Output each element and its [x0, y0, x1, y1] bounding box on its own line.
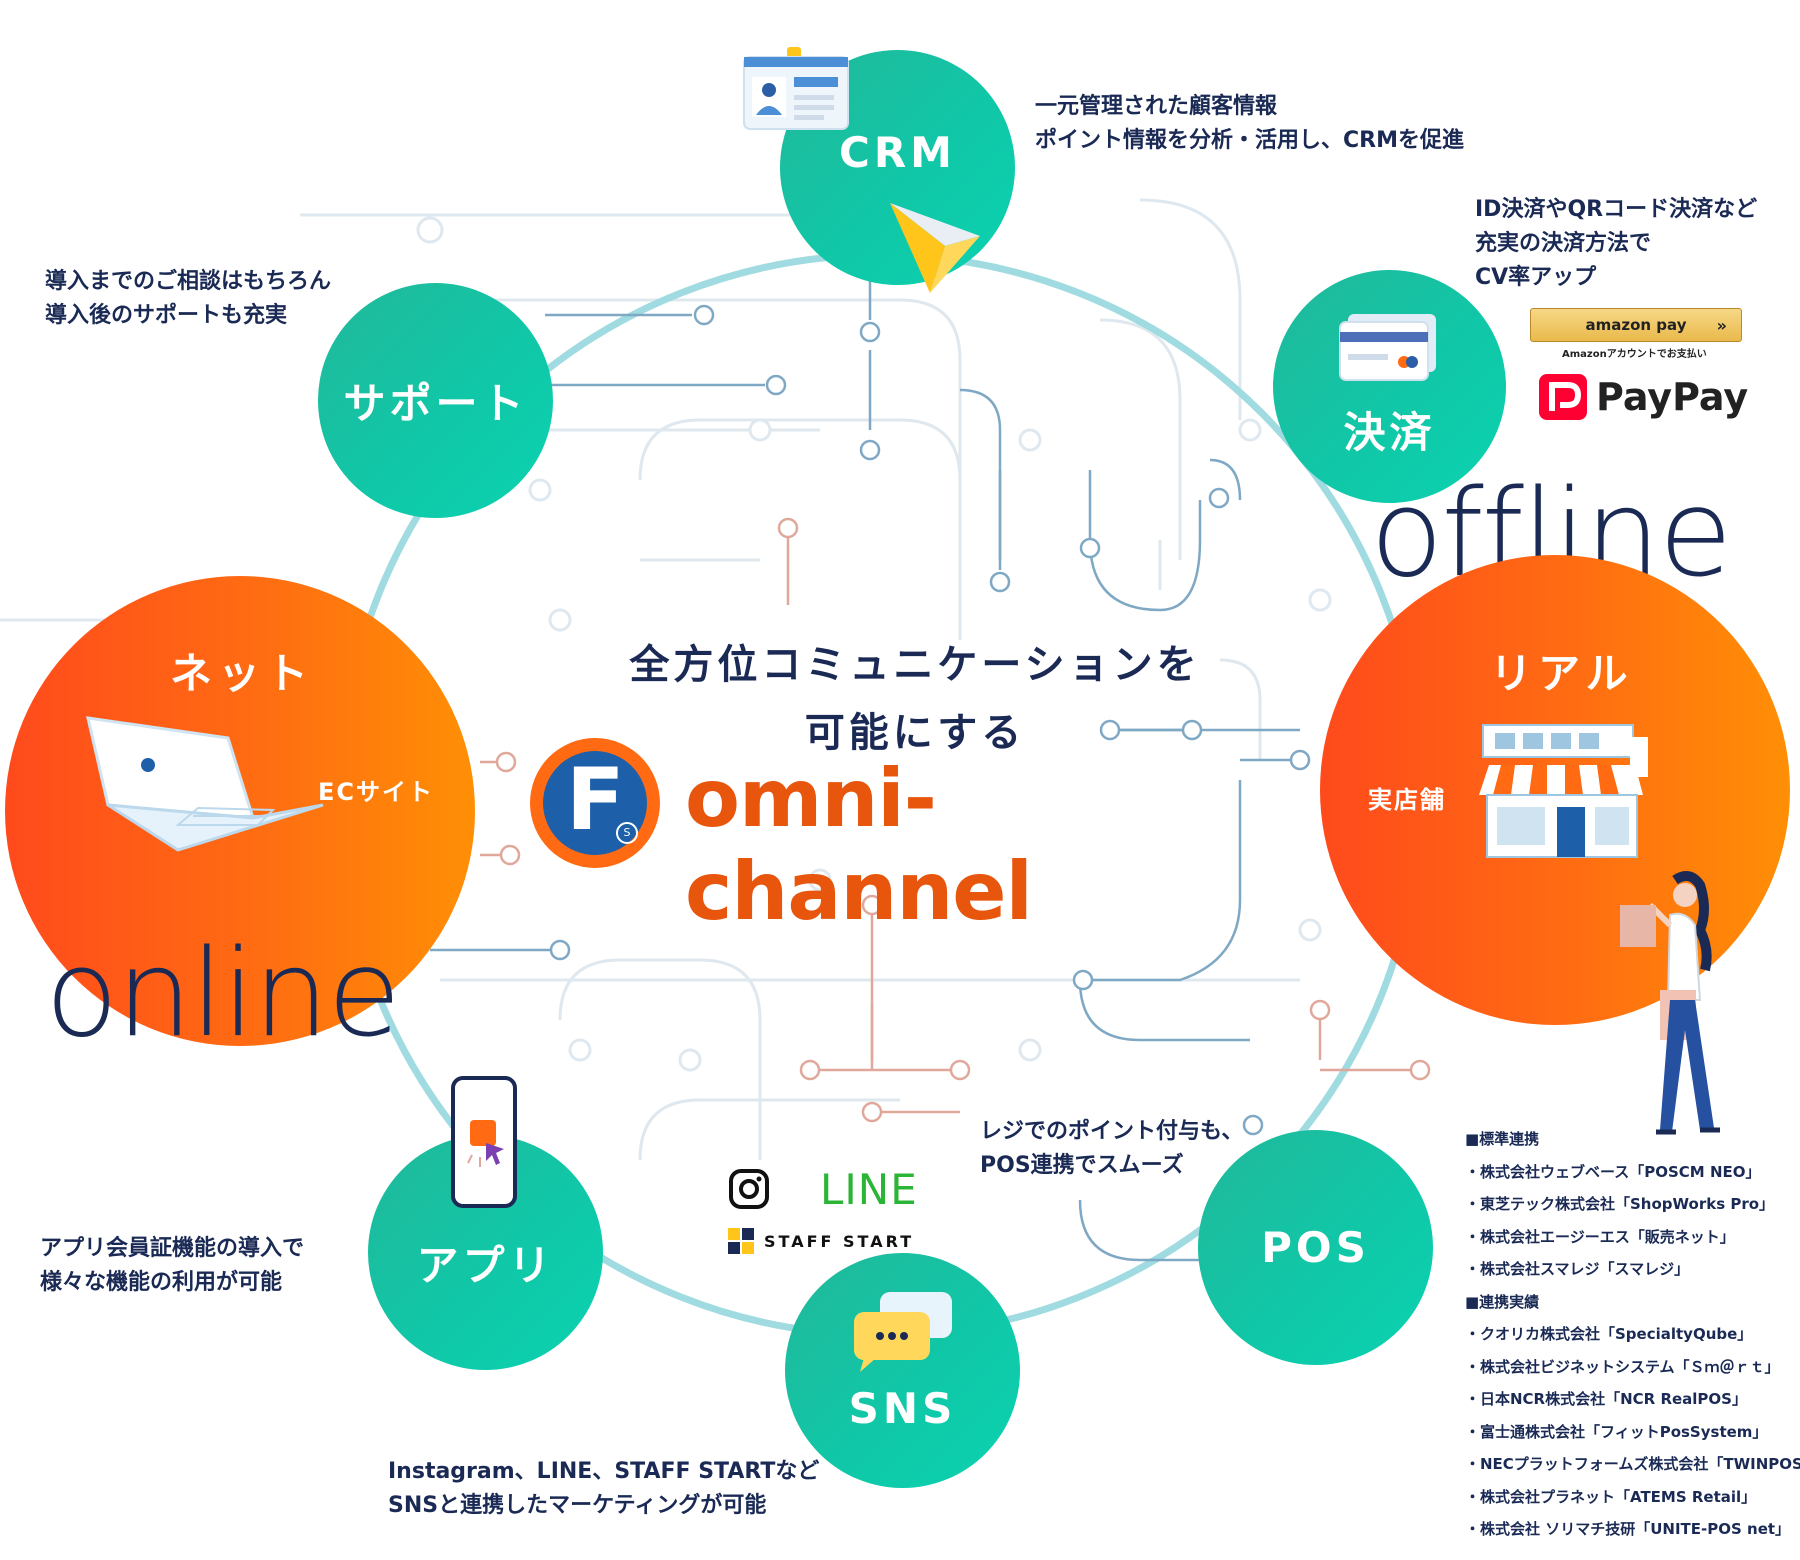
list-item: ・株式会社 ソリマチ技研「UNITE-POS net」	[1465, 1520, 1791, 1538]
paper-plane-icon	[890, 203, 980, 293]
staff-start-label: STAFF START	[764, 1231, 915, 1251]
line-logo: LINE	[820, 1165, 918, 1214]
payment-node[interactable]: 決済	[1273, 270, 1506, 503]
smartphone-icon	[451, 1076, 517, 1208]
omni-channel-text: omni-channel	[685, 752, 1033, 938]
list-item: ■標準連携	[1465, 1130, 1540, 1148]
sns-label: SNS	[848, 1383, 957, 1433]
list-item: ・株式会社エージーエス「販売ネット」	[1465, 1227, 1735, 1246]
laptop-icon	[86, 716, 324, 852]
credit-card-icon	[1339, 314, 1436, 381]
list-item: ・株式会社ビジネットシステム「Ｓｍ＠ｒｔ」	[1465, 1357, 1780, 1376]
list-item: ・株式会社スマレジ「スマレジ」	[1465, 1260, 1690, 1278]
chat-bubbles-icon	[854, 1292, 952, 1372]
list-item: ・NECプラットフォームズ株式会社「TWINPOS」	[1465, 1455, 1800, 1473]
list-item: ・富士通株式会社「フィットPosSystem」	[1465, 1422, 1768, 1441]
instagram-icon	[729, 1169, 769, 1209]
pos-description: レジでのポイント付与も、 POS連携でスムーズ	[980, 1119, 1244, 1178]
list-item: ■連携実績	[1465, 1292, 1540, 1311]
list-item: ・株式会社ウェブベース「POSCM NEO」	[1465, 1162, 1761, 1181]
id-card-icon	[743, 47, 849, 130]
crm-description: 一元管理された顧客情報 ポイント情報を分析・活用し、CRMを促進	[1035, 94, 1464, 153]
app-label: アプリ	[416, 1241, 555, 1290]
paypay-label: PayPay	[1596, 375, 1749, 419]
amazon-pay-label: amazon pay	[1585, 316, 1687, 334]
pos-partner-list: ■標準連携 ・株式会社ウェブベース「POSCM NEO」 ・東芝テック株式会社「…	[1465, 1123, 1800, 1546]
storefront-icon	[1479, 724, 1648, 858]
support-label: サポート	[343, 379, 528, 428]
real-label: リアル	[1490, 649, 1634, 698]
amazon-pay-button: amazon pay »	[1530, 308, 1742, 342]
ec-site-label: ECサイト	[318, 778, 435, 806]
center-title-line2: 可能にする	[804, 710, 1026, 756]
support-node[interactable]: サポート	[318, 283, 553, 518]
support-description: 導入までのご相談はもちろん 導入後のサポートも充実	[45, 269, 332, 328]
app-description: アプリ会員証機能の導入で 様々な機能の利用が可能	[40, 1236, 305, 1295]
pos-node[interactable]: POS	[1198, 1130, 1433, 1365]
omni-channel-logo: F S omni-channel	[530, 738, 1230, 938]
store-label: 実店舗	[1368, 786, 1446, 814]
woman-shopping-illustration	[1620, 871, 1720, 1135]
net-label: ネット	[170, 649, 315, 698]
pos-label: POS	[1261, 1223, 1370, 1272]
list-item: ・株式会社プラネット「ATEMS Retail」	[1465, 1487, 1757, 1506]
payment-label: 決済	[1343, 407, 1436, 457]
center-title-line1: 全方位コミュニケーションを	[629, 642, 1201, 688]
chevrons-icon: »	[1716, 315, 1727, 335]
f-logo-mark: F S	[530, 738, 660, 868]
staff-start-icon	[728, 1228, 754, 1254]
list-item: ・クオリカ株式会社「SpecialtyQube」	[1465, 1325, 1753, 1343]
amazon-pay-subtext: Amazonアカウントでお支払い	[1562, 349, 1707, 360]
f-logo-letter: F	[566, 750, 625, 850]
sns-description: Instagram、LINE、STAFF STARTなど SNSと連携したマーケ…	[388, 1459, 820, 1518]
crm-label: CRM	[839, 128, 956, 177]
list-item: ・東芝テック株式会社「ShopWorks Pro」	[1465, 1195, 1775, 1213]
list-item: ・日本NCR株式会社「NCR RealPOS」	[1465, 1390, 1747, 1408]
online-word: online	[45, 925, 401, 1064]
staff-start-logo: STAFF START	[728, 1228, 914, 1254]
payment-description: ID決済やQRコード決済など 充実の決済方法で CV率アップ	[1475, 197, 1758, 290]
paypay-logo: PayPay	[1538, 373, 1748, 421]
crm-node[interactable]: CRM	[780, 50, 1015, 285]
paypay-icon	[1539, 374, 1587, 420]
